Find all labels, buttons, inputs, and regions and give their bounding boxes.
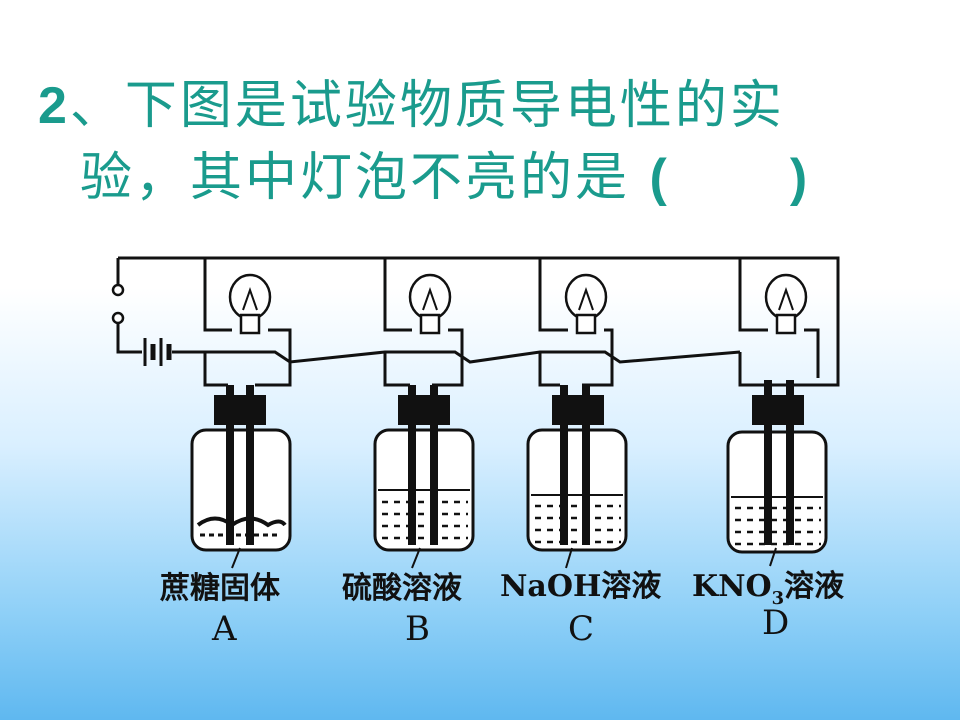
circuit-wires <box>116 256 840 387</box>
battery-icon <box>143 338 172 366</box>
bulb-B-icon <box>408 273 452 335</box>
label-D-letter: D <box>762 603 789 643</box>
bottle-A-icon <box>190 385 292 552</box>
label-B-letter: B <box>405 609 430 649</box>
bottle-D-icon <box>726 380 828 554</box>
label-D-subscript: 3 <box>772 588 785 609</box>
label-A-substance: 蔗糖固体 <box>160 571 281 606</box>
label-D-substance: KNO3溶液 <box>692 569 844 609</box>
switch-icon <box>111 283 125 325</box>
label-C-substance: NaOH溶液 <box>500 569 661 604</box>
label-D-suffix: 溶液 <box>784 569 844 604</box>
bulb-C-icon <box>564 273 608 335</box>
label-D-formula: KNO <box>692 569 772 604</box>
answer-paren-open: ( <box>649 149 670 207</box>
label-B-substance: 硫酸溶液 <box>342 571 462 606</box>
answer-paren-close: ) <box>789 149 811 207</box>
question-line1: 、下图是试验物质导电性的实 <box>69 76 785 136</box>
question-line2-row: 验，其中灯泡不亮的是 () <box>38 142 938 214</box>
label-C-letter: C <box>568 609 594 649</box>
bottle-B-icon <box>373 385 475 552</box>
question-number: 2 <box>38 77 70 135</box>
bulb-D-icon <box>764 273 808 335</box>
bulb-A-icon <box>228 273 272 335</box>
question-line2: 验，其中灯泡不亮的是 <box>80 148 631 208</box>
question-text: 2、下图是试验物质导电性的实 验，其中灯泡不亮的是 () <box>38 70 938 214</box>
bottle-C-icon <box>526 385 628 552</box>
label-A-letter: A <box>211 609 237 649</box>
